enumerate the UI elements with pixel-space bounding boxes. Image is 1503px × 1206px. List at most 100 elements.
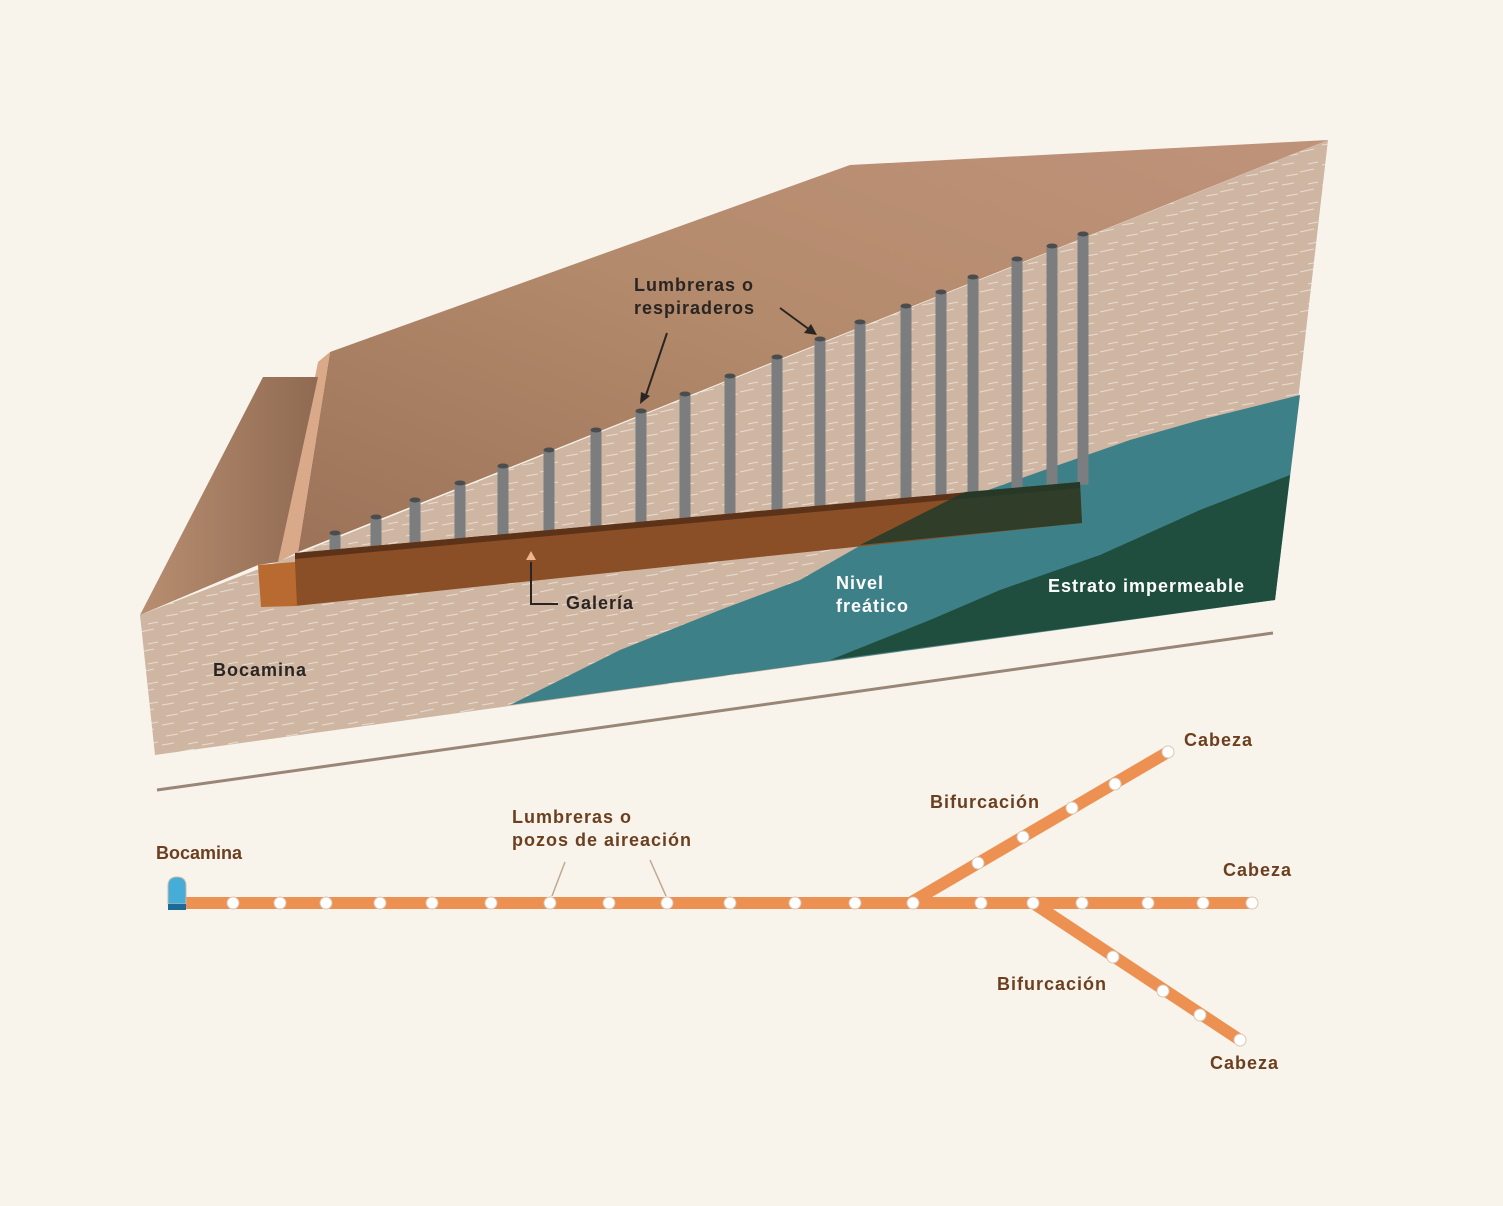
arrowhead-left bbox=[640, 392, 650, 404]
label-lumbreras-section: Lumbreras o respiraderos bbox=[634, 274, 755, 320]
gallery-underwater-part bbox=[860, 482, 1082, 545]
plan-label-cabeza-bottom: Cabeza bbox=[1210, 1053, 1280, 1073]
label-lumbreras-line2: respiraderos bbox=[634, 298, 756, 318]
shaft-top bbox=[900, 303, 912, 309]
plan-shaft-dot bbox=[1065, 801, 1079, 815]
plan-shaft-dot bbox=[1161, 745, 1175, 759]
plan-shaft-dot bbox=[971, 856, 985, 870]
shaft bbox=[409, 500, 421, 546]
shaft bbox=[1046, 246, 1058, 488]
plan-label-bocamina: Bocamina bbox=[156, 843, 243, 863]
plan-shaft-dot bbox=[1026, 896, 1040, 910]
shaft-top bbox=[854, 319, 866, 325]
plan-lumbreras-line1: Lumbreras o bbox=[512, 807, 633, 827]
shaft bbox=[724, 376, 736, 518]
plan-shaft-dot bbox=[226, 896, 240, 910]
label-estrato: Estrato impermeable bbox=[1048, 576, 1246, 596]
label-lumbreras-line1: Lumbreras o bbox=[634, 275, 755, 295]
shaft-top bbox=[771, 354, 783, 360]
shaft-top bbox=[454, 480, 466, 486]
plan-shaft-dot bbox=[788, 896, 802, 910]
shaft bbox=[771, 357, 783, 513]
shaft bbox=[814, 339, 826, 509]
shaft bbox=[1077, 234, 1089, 485]
shaft-top bbox=[724, 373, 736, 379]
shaft bbox=[543, 450, 555, 534]
shaft bbox=[935, 292, 947, 498]
plan-shaft-dot bbox=[373, 896, 387, 910]
plan-label-bifurcacion-top: Bifurcación bbox=[930, 792, 1041, 812]
shaft-top bbox=[543, 447, 555, 453]
label-galeria: Galería bbox=[566, 593, 635, 613]
plan-leader-1 bbox=[551, 861, 566, 897]
plan-shaft-dot bbox=[1196, 896, 1210, 910]
plan-shaft-dot bbox=[660, 896, 674, 910]
shaft-top bbox=[329, 530, 341, 536]
shaft-top bbox=[635, 408, 647, 414]
shaft-top bbox=[679, 391, 691, 397]
plan-shaft-dot bbox=[1075, 896, 1089, 910]
shaft bbox=[854, 322, 866, 506]
label-nivel-line2: freático bbox=[836, 596, 910, 616]
plan-label-cabeza-middle: Cabeza bbox=[1223, 860, 1293, 880]
ground-baseline bbox=[156, 631, 1274, 792]
ground-edge-strip bbox=[278, 352, 330, 562]
shaft-top bbox=[967, 274, 979, 280]
plan-shaft-dot bbox=[273, 896, 287, 910]
plan-shaft-dot bbox=[484, 896, 498, 910]
lumbreras-arrows bbox=[644, 307, 811, 399]
shaft bbox=[967, 277, 979, 495]
plan-shaft-dot bbox=[319, 896, 333, 910]
shaft bbox=[679, 394, 691, 522]
plan-shaft-dot bbox=[906, 896, 920, 910]
shaft bbox=[590, 430, 602, 530]
shaft-top bbox=[590, 427, 602, 433]
plan-shaft-dot bbox=[1245, 896, 1259, 910]
plan-shaft-dot bbox=[1016, 830, 1030, 844]
plan-shaft-dot bbox=[1108, 777, 1122, 791]
water-table-layer bbox=[510, 395, 1300, 705]
shaft bbox=[635, 411, 647, 526]
plan-shaft-dot bbox=[425, 896, 439, 910]
plan-shaft-dot bbox=[602, 896, 616, 910]
plan-shafts bbox=[226, 745, 1259, 1047]
shaft bbox=[329, 533, 341, 554]
plan-branch-upper bbox=[906, 746, 1172, 909]
gallery-tunnel-top bbox=[295, 482, 1080, 559]
gallery-tunnel-end bbox=[258, 562, 297, 607]
shafts-group bbox=[329, 231, 1089, 554]
gallery-tunnel-side bbox=[295, 482, 1082, 606]
plan-shaft-dot bbox=[1193, 1008, 1207, 1022]
label-nivel-line1: Nivel bbox=[836, 573, 885, 593]
ground-surface bbox=[298, 140, 1328, 552]
shaft-top bbox=[1077, 231, 1089, 237]
plan-shaft-dot bbox=[1106, 950, 1120, 964]
plan-shaft-dot bbox=[1233, 1033, 1247, 1047]
shaft bbox=[1011, 259, 1023, 491]
plan-label-bifurcacion-bottom: Bifurcación bbox=[997, 974, 1108, 994]
shaft-top bbox=[935, 289, 947, 295]
shaft-top bbox=[814, 336, 826, 342]
galeria-arrowhead bbox=[526, 551, 536, 560]
plan-shaft-dot bbox=[723, 896, 737, 910]
plan-shaft-dot bbox=[974, 896, 988, 910]
plan-shaft-dot bbox=[848, 896, 862, 910]
shaft bbox=[370, 517, 382, 550]
left-hill-slab bbox=[140, 377, 318, 615]
bocamina-entrance-icon bbox=[167, 876, 187, 910]
label-nivel-freatico: Nivel freático bbox=[836, 572, 909, 618]
plan-branch-lower bbox=[1029, 897, 1244, 1046]
shaft-top bbox=[409, 497, 421, 503]
plan-shaft-dot bbox=[1156, 984, 1170, 998]
shaft-top bbox=[497, 463, 509, 469]
plan-leader-2 bbox=[649, 859, 667, 897]
shaft-top bbox=[1046, 243, 1058, 249]
shaft bbox=[497, 466, 509, 538]
plan-shaft-dot bbox=[543, 896, 557, 910]
plan-shaft-dot bbox=[1141, 896, 1155, 910]
arrowhead-right bbox=[804, 324, 817, 335]
shaft bbox=[454, 483, 466, 542]
shaft-top bbox=[370, 514, 382, 520]
